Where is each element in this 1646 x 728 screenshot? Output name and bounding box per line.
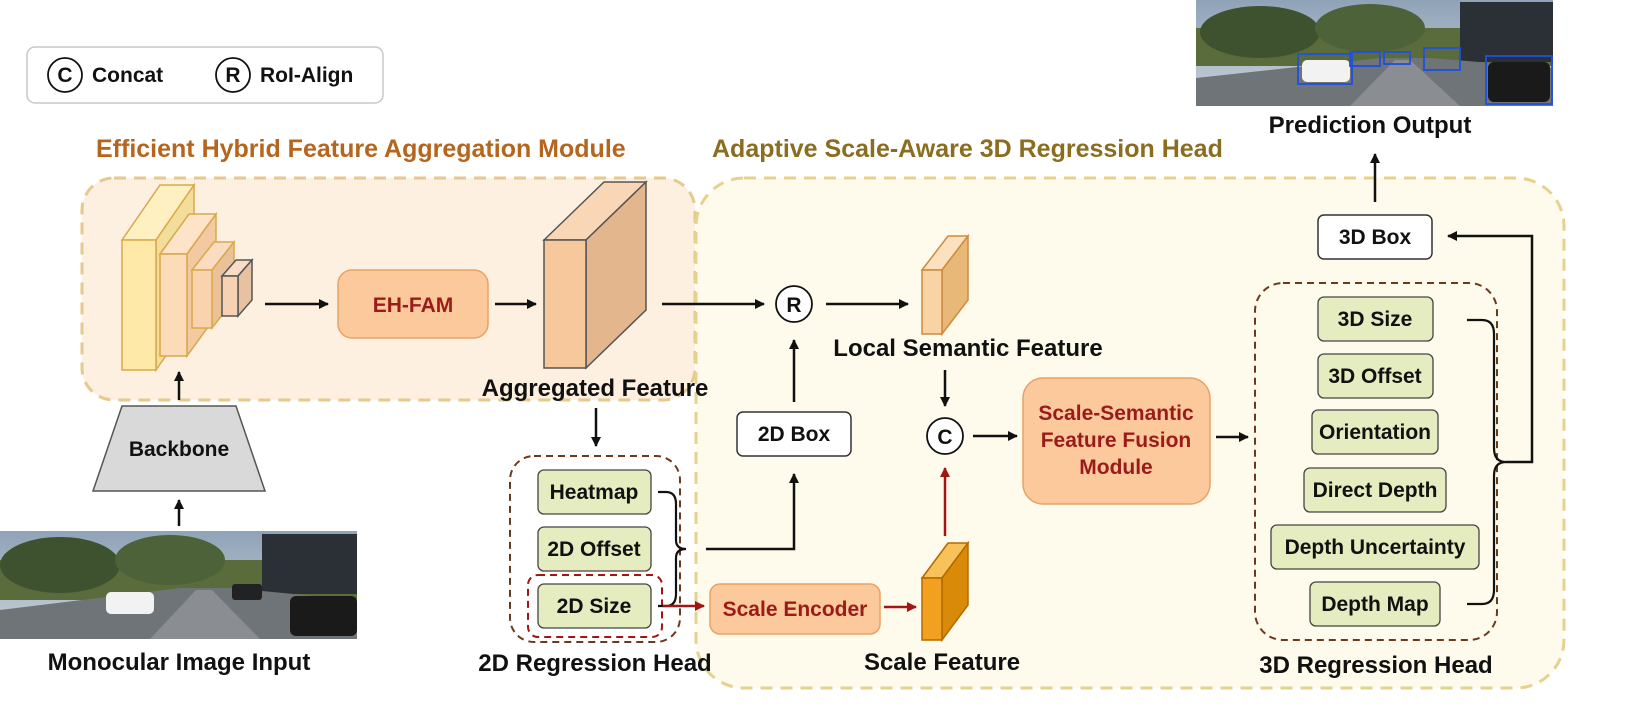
reg2d-item — [537, 583, 652, 629]
local-semantic-feature-label: Local Semantic Feature — [833, 335, 1102, 362]
roi-legend-label: RoI-Align — [260, 64, 353, 87]
reg2d-item-label: 2D Offset — [547, 538, 640, 561]
reg2d-caption: 2D Regression Head — [478, 650, 711, 677]
reg3d-caption: 3D Regression Head — [1259, 652, 1492, 679]
head-module-title: Adaptive Scale-Aware 3D Regression Head — [712, 135, 1223, 163]
reg3d-item-label: Orientation — [1319, 421, 1431, 444]
local-semantic-feature-block — [920, 233, 970, 337]
reg3d-item-label: 3D Size — [1338, 308, 1413, 331]
reg3d-item-label: Depth Uncertainty — [1285, 536, 1466, 559]
scale-encoder-label: Scale Encoder — [723, 598, 868, 621]
reg3d-item — [1317, 353, 1434, 399]
reg2d-item — [537, 526, 652, 572]
output-image — [1196, 0, 1553, 106]
output-caption: Prediction Output — [1269, 112, 1472, 139]
flow-arrows — [174, 153, 1534, 551]
ehfam-label: EH-FAM — [373, 294, 454, 317]
input-image — [0, 531, 357, 639]
ehfam-block — [337, 269, 489, 339]
feature-pyramid — [120, 182, 254, 373]
scale-feature-block — [920, 540, 970, 643]
box3d-label: 3D Box — [1339, 226, 1412, 249]
backbone-block — [91, 405, 267, 492]
reg3d-item-label: Depth Map — [1321, 593, 1428, 616]
reg3d-item — [1311, 409, 1439, 455]
reg3d-item — [1309, 581, 1441, 627]
reg3d-item-label: Direct Depth — [1313, 479, 1438, 502]
reg3d-item — [1303, 467, 1447, 513]
reg2d-item — [537, 469, 652, 515]
box3d-node — [1317, 214, 1433, 260]
scale-arrows — [663, 467, 950, 612]
fusion-label-line3: Module — [1079, 456, 1153, 479]
roi-align-icon — [775, 285, 813, 323]
reg2d-item-label: Heatmap — [550, 481, 639, 504]
reg2d-brace — [658, 490, 687, 608]
reg2d-item-label: 2D Size — [557, 595, 632, 618]
fusion-module-block — [1022, 377, 1211, 505]
concat-legend-label: Concat — [92, 64, 163, 87]
legend: C Concat R RoI-Align — [26, 46, 384, 104]
reg3d-item-label: 3D Offset — [1328, 365, 1421, 388]
concat-legend-icon — [47, 57, 83, 93]
concat-icon — [926, 417, 964, 455]
input-caption: Monocular Image Input — [48, 649, 311, 676]
concat-legend-symbol: C — [57, 64, 72, 87]
aggregated-feature-cuboid — [542, 180, 648, 370]
box2d-label: 2D Box — [758, 423, 831, 446]
aggregated-feature-label: Aggregated Feature — [482, 375, 709, 402]
reg3d-item — [1317, 296, 1434, 342]
roi-legend-icon — [215, 57, 251, 93]
roi-symbol: R — [786, 294, 801, 317]
box2d-node — [736, 411, 852, 457]
scale-feature-label: Scale Feature — [864, 649, 1020, 676]
fusion-label-line1: Scale-Semantic — [1038, 402, 1194, 425]
backbone-label: Backbone — [129, 438, 229, 461]
ehfam-module-title: Efficient Hybrid Feature Aggregation Mod… — [96, 135, 626, 163]
roi-legend-symbol: R — [225, 64, 240, 87]
reg3d-item — [1270, 524, 1480, 570]
scale-encoder-block — [709, 583, 881, 635]
fusion-label-line2: Feature Fusion — [1041, 429, 1192, 452]
concat-symbol: C — [937, 426, 952, 449]
